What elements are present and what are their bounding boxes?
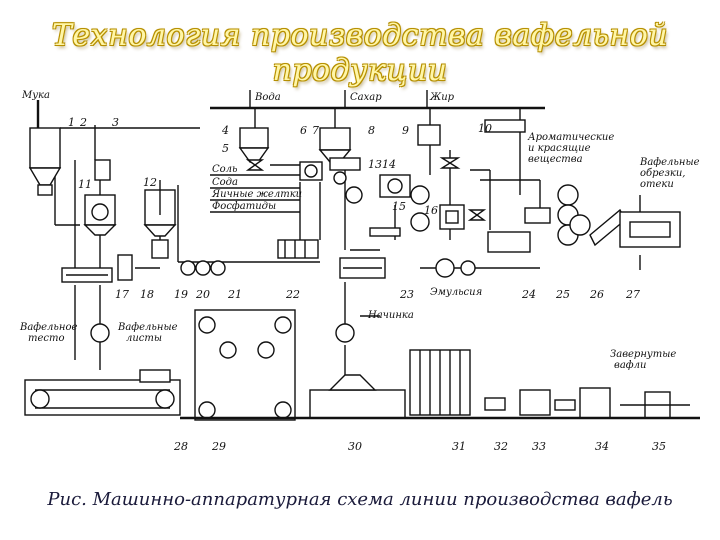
number-34: 34 — [595, 440, 609, 453]
number-12: 12 — [143, 176, 157, 189]
number-5: 5 — [222, 142, 229, 155]
number-29: 29 — [211, 440, 226, 453]
label-fat: Жир — [429, 92, 455, 103]
number-22: 22 — [285, 288, 300, 301]
label-sugar: Сахар — [350, 92, 382, 103]
number-7: 7 — [312, 124, 319, 137]
number-19: 19 — [174, 288, 188, 301]
number-33: 33 — [532, 440, 546, 453]
number-27: 27 — [625, 288, 640, 301]
label-salt: Соль — [212, 164, 237, 175]
number-26: 26 — [589, 288, 604, 301]
number-15: 15 — [392, 200, 406, 213]
number-20: 20 — [195, 288, 210, 301]
number-31: 31 — [452, 440, 466, 453]
equipment — [24, 119, 700, 421]
number-28: 28 — [173, 440, 188, 453]
number-17: 17 — [115, 288, 129, 301]
label-emulsion: Эмульсия — [430, 287, 482, 298]
number-11: 11 — [78, 178, 92, 191]
label-aromatic-1: Ароматические — [527, 132, 614, 143]
number-10: 10 — [478, 122, 492, 135]
number-25: 25 — [555, 288, 570, 301]
label-wrapped-2: вафли — [614, 360, 646, 371]
number-32: 32 — [494, 440, 508, 453]
label-scraps-1: Вафельные — [639, 157, 700, 168]
label-aromatic-2: и красящие — [528, 143, 591, 154]
label-filling: Начинка — [367, 310, 414, 321]
number-3: 3 — [112, 116, 119, 129]
number-23: 23 — [399, 288, 414, 301]
figure-caption: Рис. Машинно-аппаратурная схема линии пр… — [47, 489, 673, 510]
number-8: 8 — [368, 124, 375, 137]
slide-title: Технология производства вафельной продук… — [51, 18, 669, 88]
number-30: 30 — [348, 440, 362, 453]
label-water: Вода — [254, 92, 281, 103]
label-flour: Мука — [21, 90, 50, 101]
number-1: 1 — [68, 116, 75, 129]
label-scraps-3: отеки — [640, 179, 674, 190]
number-9: 9 — [402, 124, 409, 137]
number-24: 24 — [521, 288, 536, 301]
number-6: 6 — [300, 124, 307, 137]
label-wrapped-1: Завернутые — [610, 349, 676, 360]
number-2: 2 — [79, 116, 87, 129]
label-wafer-dough-1: Вафельное — [19, 322, 77, 333]
number-4: 4 — [221, 124, 229, 137]
number-16: 16 — [424, 204, 438, 217]
label-wafer-sheets-2: листы — [126, 333, 162, 344]
label-wafer-sheets-1: Вафельные — [117, 322, 178, 333]
number-21: 21 — [227, 288, 242, 301]
label-aromatic-3: вещества — [528, 154, 583, 165]
number-18: 18 — [140, 288, 154, 301]
label-scraps-2: обрезки, — [640, 168, 686, 179]
label-soda: Сода — [212, 177, 238, 188]
label-wafer-dough-2: тесто — [28, 333, 65, 344]
label-phosphatides: Фосфатиды — [212, 201, 276, 212]
number-14: 14 — [382, 158, 396, 171]
number-13: 13 — [368, 158, 382, 171]
label-yolks: Яичные желтки — [211, 189, 302, 200]
number-35: 35 — [652, 440, 666, 453]
